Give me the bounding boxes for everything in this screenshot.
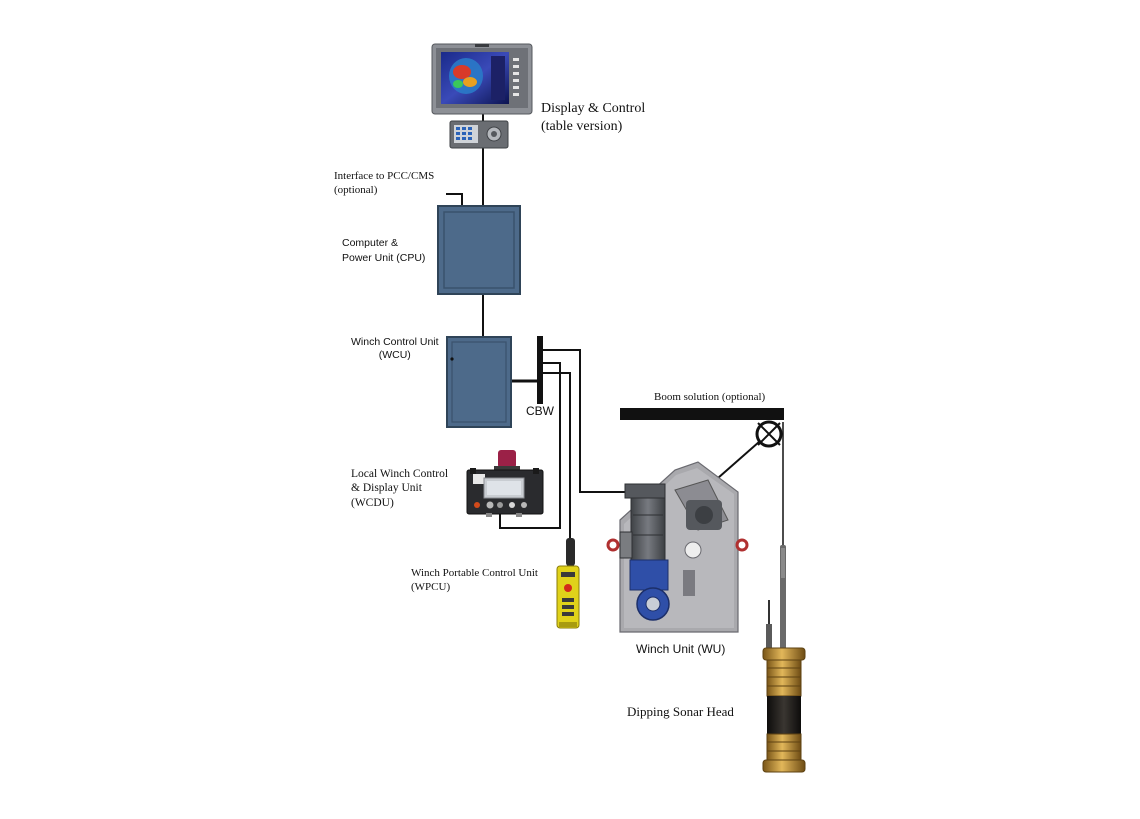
wpcu-pendant bbox=[556, 538, 580, 629]
boom-structure bbox=[620, 408, 784, 448]
interface-label-line1: Interface to PCC/CMS bbox=[334, 170, 435, 182]
display-control-label: Display & Control (table version) bbox=[541, 100, 645, 135]
cable-cbw-wcdu bbox=[499, 362, 561, 529]
boom-label: Boom solution (optional) bbox=[654, 391, 766, 403]
cable-lines bbox=[446, 113, 784, 560]
display-control-label-line2: (table version) bbox=[541, 118, 623, 134]
cpu-cabinet bbox=[437, 205, 521, 295]
wcu-label: Winch Control Unit (WCU) bbox=[351, 336, 439, 362]
wcdu-label-line1: Local Winch Control bbox=[351, 468, 449, 480]
winch-guide-arm bbox=[674, 479, 729, 531]
cable-interface-pcc bbox=[446, 193, 463, 206]
interface-label-line2: (optional) bbox=[334, 183, 378, 196]
winch-motor bbox=[619, 483, 666, 561]
cpu-label-line1: Computer & bbox=[342, 237, 399, 249]
cable-cbw-wu bbox=[542, 349, 627, 493]
cpu-label: Computer & Power Unit (CPU) bbox=[342, 236, 425, 265]
wcdu-unit bbox=[466, 450, 544, 517]
cpu-label-line2: Power Unit (CPU) bbox=[342, 251, 426, 264]
winch-unit bbox=[606, 461, 749, 633]
dipping-sonar-label: Dipping Sonar Head bbox=[627, 704, 734, 719]
wcu-label-line1: Winch Control Unit bbox=[351, 336, 439, 348]
interface-label: Interface to PCC/CMS (optional) bbox=[334, 170, 434, 198]
wcu-cabinet bbox=[446, 336, 512, 428]
wpcu-label: Winch Portable Control Unit (WPCU) bbox=[411, 567, 538, 595]
winch-unit-label: Winch Unit (WU) bbox=[636, 642, 726, 656]
wcdu-label-line2: & Display Unit bbox=[351, 482, 422, 495]
wpcu-label-line2: (WPCU) bbox=[411, 580, 451, 593]
wcu-label-line2: (WCU) bbox=[378, 349, 411, 362]
display-unit bbox=[431, 43, 533, 115]
cable-cbw-wpcu bbox=[542, 372, 571, 540]
display-keypad bbox=[449, 120, 509, 149]
cbw-label: CBW bbox=[526, 404, 554, 418]
wcdu-label: Local Winch Control & Display Unit (WCDU… bbox=[351, 467, 448, 510]
beacon-light bbox=[498, 450, 516, 468]
cbw-junction-bar bbox=[537, 336, 543, 404]
display-control-label-line1: Display & Control bbox=[541, 101, 646, 116]
dipping-sonar bbox=[762, 545, 806, 773]
wpcu-label-line1: Winch Portable Control Unit bbox=[411, 567, 538, 579]
wcdu-label-line3: (WCDU) bbox=[351, 496, 394, 509]
winch-gearbox bbox=[629, 559, 670, 621]
